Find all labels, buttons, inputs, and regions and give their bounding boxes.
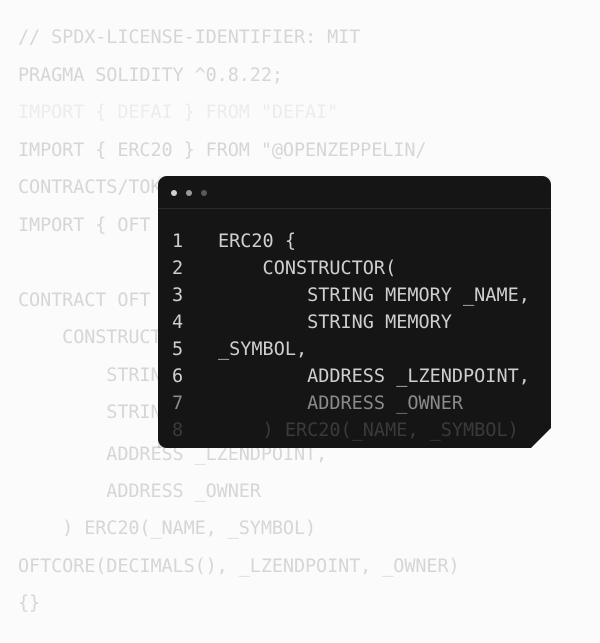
window-dot-icon[interactable]: [171, 190, 177, 196]
code-editor-window: 1 ERC20 { 2 CONSTRUCTOR( 3 STRING MEMORY …: [158, 176, 551, 448]
line-text: _SYMBOL,: [218, 339, 308, 360]
code-line: STRIN: [18, 402, 162, 423]
line-number: 8: [172, 420, 184, 441]
code-line: // SPDX-LICENSE-IDENTIFIER: MIT: [18, 27, 361, 48]
line-text: ) ERC20(_NAME, _SYMBOL): [218, 420, 519, 441]
code-line: {}: [18, 593, 41, 614]
code-line: ADDRESS _OWNER: [18, 481, 261, 502]
line-text: ADDRESS _OWNER: [218, 393, 464, 414]
line-text: CONSTRUCTOR(: [218, 258, 397, 279]
code-line: IMPORT { ERC20 } FROM "@OPENZEPPELIN/: [18, 140, 427, 161]
line-text: ADDRESS _LZENDPOINT,: [218, 366, 530, 387]
code-line: CONTRACT OFT: [18, 290, 151, 311]
window-dot-icon[interactable]: [186, 190, 192, 196]
code-line: CONTRACTS/TOK: [18, 177, 162, 198]
line-text: STRING MEMORY: [218, 312, 452, 333]
line-number: 5: [172, 339, 184, 360]
window-dot-icon[interactable]: [201, 190, 207, 196]
line-number: 3: [172, 285, 184, 306]
code-line: PRAGMA SOLIDITY ^0.8.22;: [18, 65, 283, 86]
line-number: 7: [172, 393, 184, 414]
line-text: STRING MEMORY _NAME,: [218, 285, 530, 306]
code-line: ) ERC20(_NAME, _SYMBOL): [18, 518, 317, 539]
code-line: OFTCORE(DECIMALS(), _LZENDPOINT, _OWNER): [18, 556, 460, 577]
line-number: 4: [172, 312, 184, 333]
line-number: 2: [172, 258, 184, 279]
code-line: STRIN: [18, 365, 162, 386]
line-number: 1: [172, 231, 184, 252]
code-line: IMPORT { OFT: [18, 215, 151, 236]
code-line: ADDRESS _LZENDPOINT,: [18, 444, 328, 465]
window-titlebar: [158, 176, 551, 209]
line-text: ERC20 {: [218, 231, 296, 252]
code-line: CONSTRUCT: [18, 327, 162, 348]
line-number: 6: [172, 366, 184, 387]
code-line: IMPORT { DEFAI } FROM "DEFAI": [18, 102, 339, 123]
